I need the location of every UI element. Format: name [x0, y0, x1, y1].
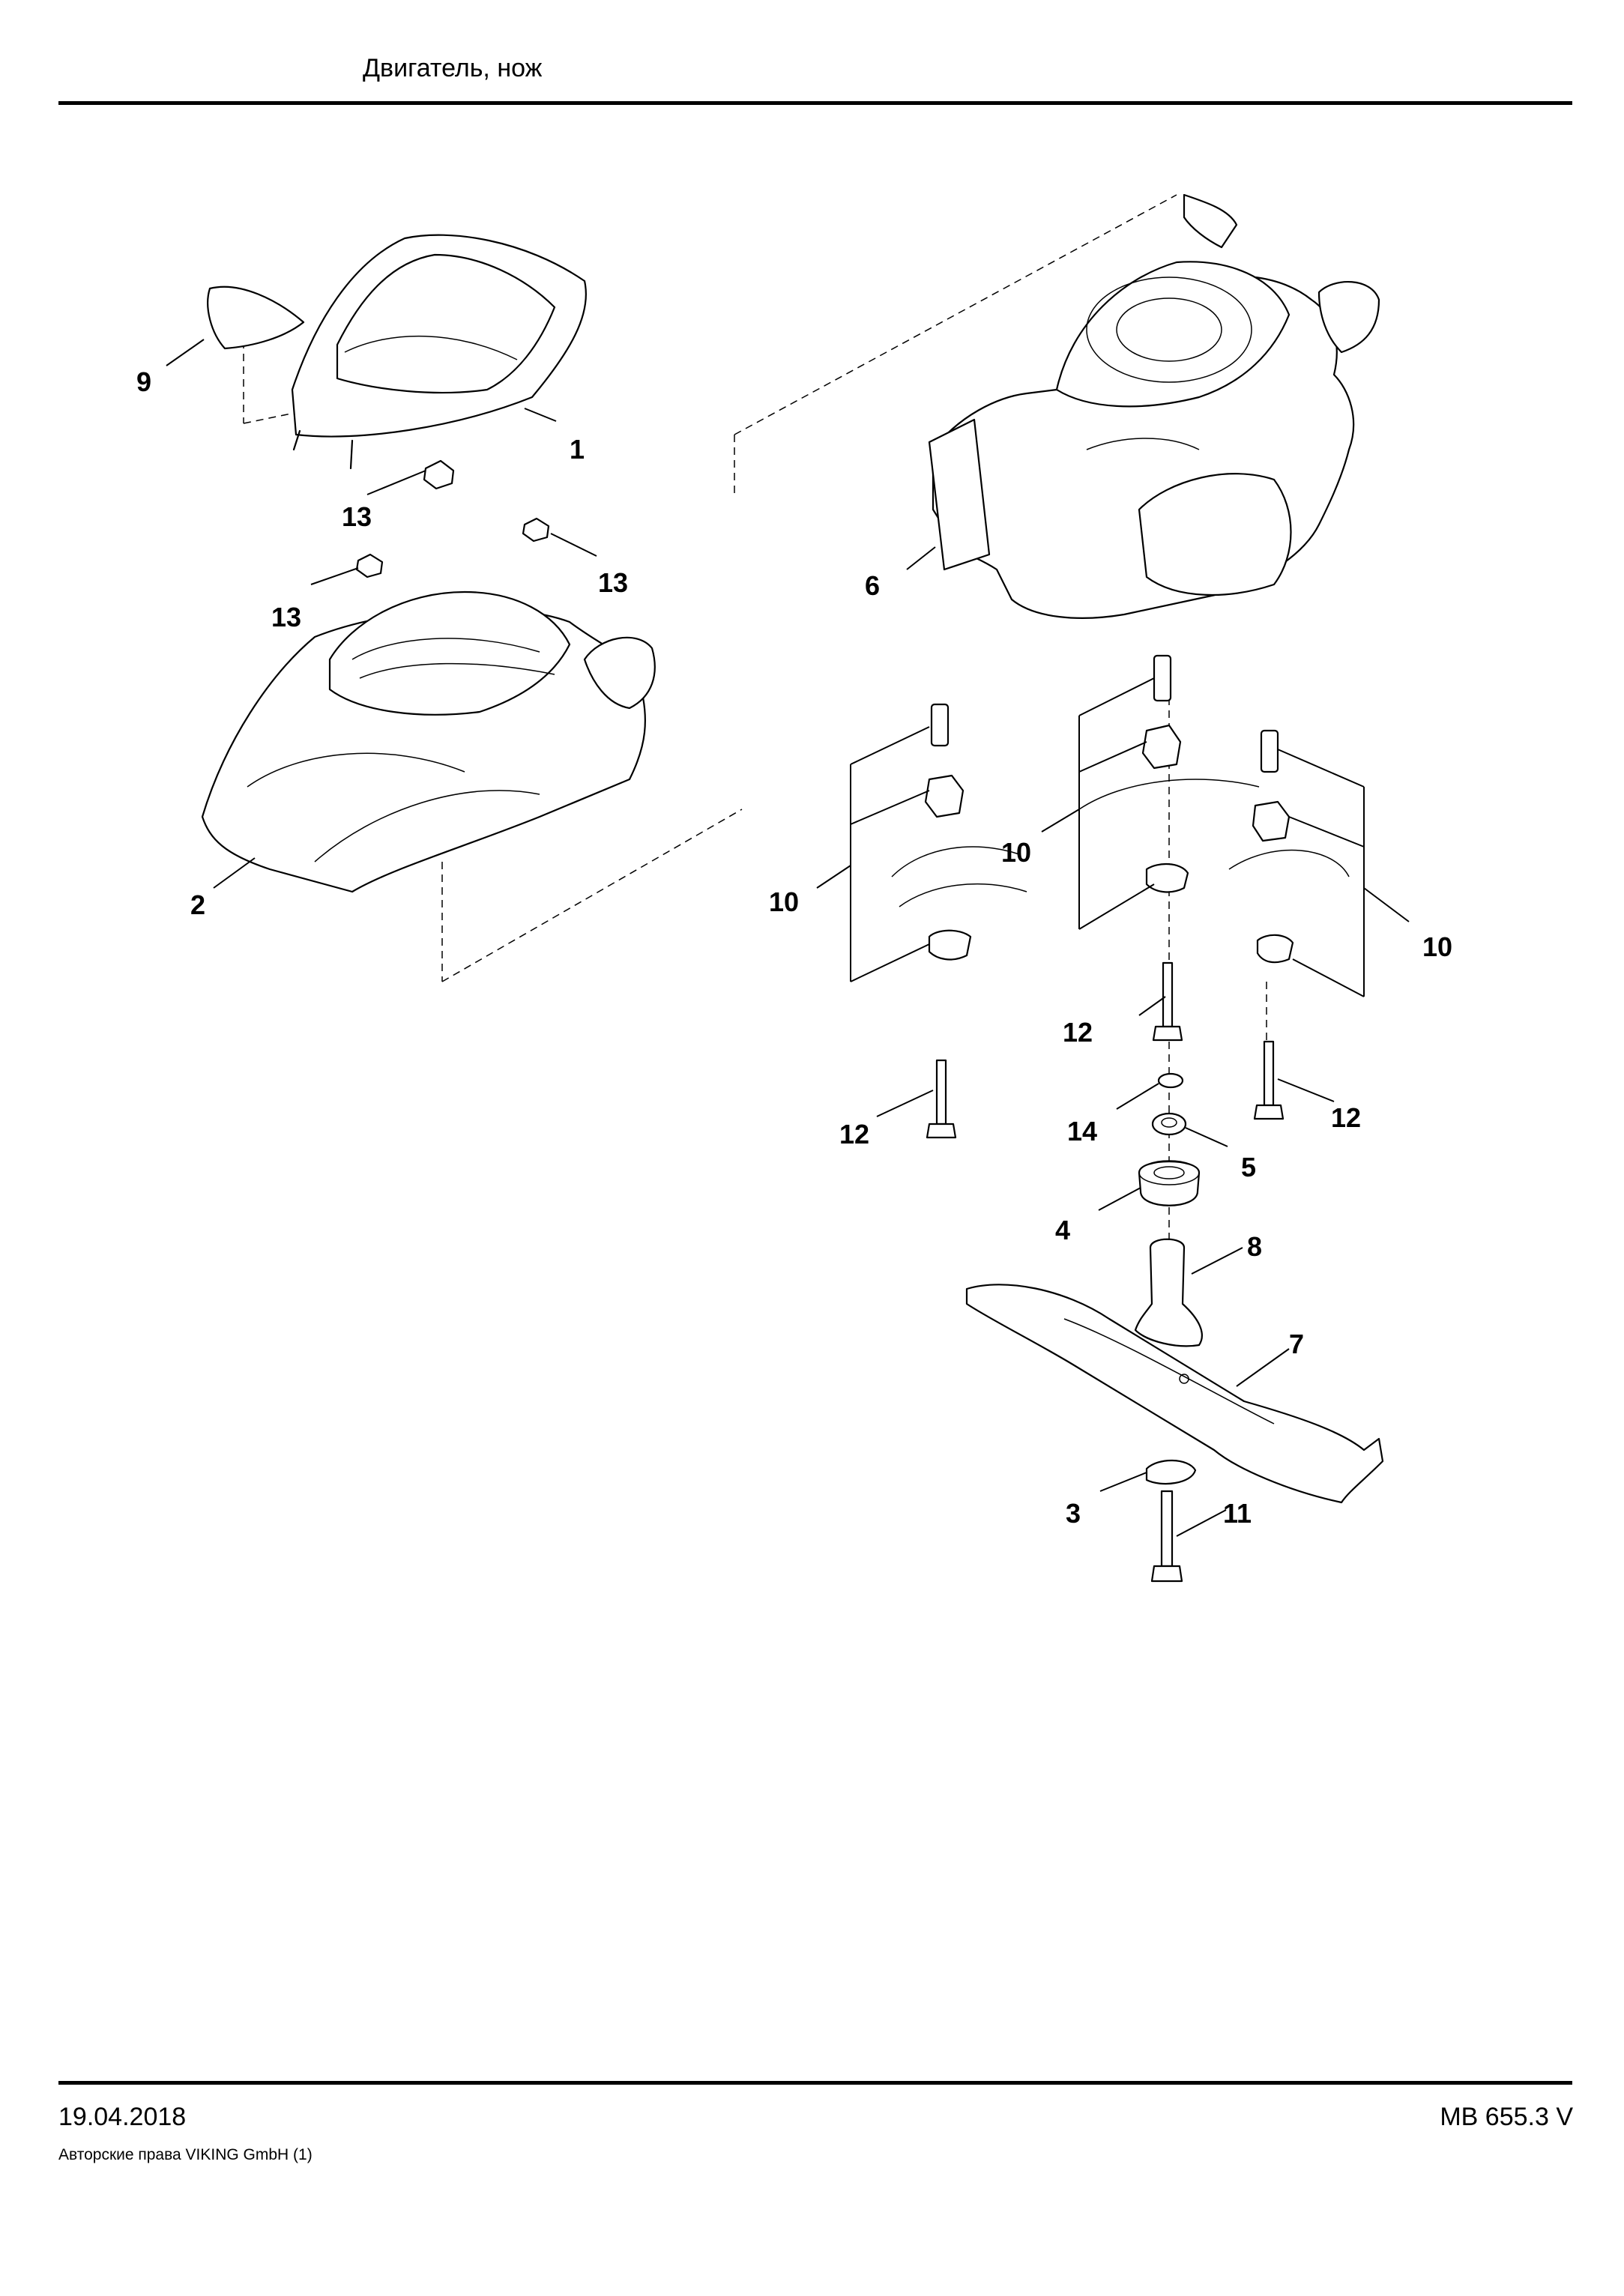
- part-11-blade-bolt: [1150, 1490, 1183, 1583]
- callout-10: 10: [769, 886, 799, 917]
- part-8-blade-adapter: [1134, 1238, 1203, 1347]
- callout-5: 5: [1241, 1152, 1256, 1182]
- part-12-bolts: [926, 961, 1285, 1139]
- callout-1: 1: [570, 434, 585, 465]
- callout-6: 6: [865, 570, 880, 601]
- callout-14: 14: [1067, 1116, 1097, 1147]
- callout-10: 10: [1422, 931, 1452, 962]
- footer-copyright: Авторские права VIKING GmbH (1): [58, 2146, 313, 2163]
- page-title: Двигатель, нож: [363, 54, 543, 82]
- part-7-blade: [965, 1284, 1384, 1504]
- part-1-upper-cover: [291, 234, 587, 470]
- callout-7: 7: [1289, 1329, 1304, 1359]
- callout-9: 9: [136, 366, 151, 397]
- part-10-mount-center: [1078, 654, 1260, 893]
- callout-4: 4: [1055, 1215, 1070, 1245]
- part-14-ring: [1157, 1072, 1184, 1089]
- callout-2: 2: [190, 889, 205, 920]
- callout-11: 11: [1223, 1498, 1252, 1529]
- part-10-mount-left: [891, 703, 1027, 961]
- callout-12: 12: [839, 1119, 869, 1149]
- footer-model: MB 655.3 V: [1440, 2103, 1573, 2131]
- part-2-lower-cover: [201, 590, 656, 893]
- callout-8: 8: [1247, 1231, 1262, 1262]
- footer-date: 19.04.2018: [58, 2103, 187, 2131]
- header-rule: [58, 101, 1572, 105]
- part-6-engine: [928, 193, 1380, 619]
- part-5-washer: [1151, 1112, 1187, 1136]
- callout-13: 13: [271, 602, 301, 632]
- footer-rule: [58, 2081, 1572, 2085]
- part-9-cover-lens: [207, 286, 305, 350]
- part-4-hub: [1138, 1160, 1201, 1206]
- callout-13: 13: [342, 501, 372, 532]
- callout-3: 3: [1066, 1498, 1081, 1529]
- part-10-mount-right: [1228, 729, 1350, 964]
- callout-12: 12: [1063, 1017, 1093, 1048]
- part-13-nuts: [355, 459, 550, 578]
- callouts: 9 1 13 13 13 2 6 10 10 10 12 12 12 14 5 …: [136, 366, 1452, 1529]
- leader-lines: [166, 339, 1410, 1537]
- callout-13: 13: [598, 567, 628, 598]
- callout-12: 12: [1331, 1102, 1361, 1133]
- part-3-washer: [1145, 1459, 1197, 1485]
- callout-10: 10: [1001, 837, 1031, 868]
